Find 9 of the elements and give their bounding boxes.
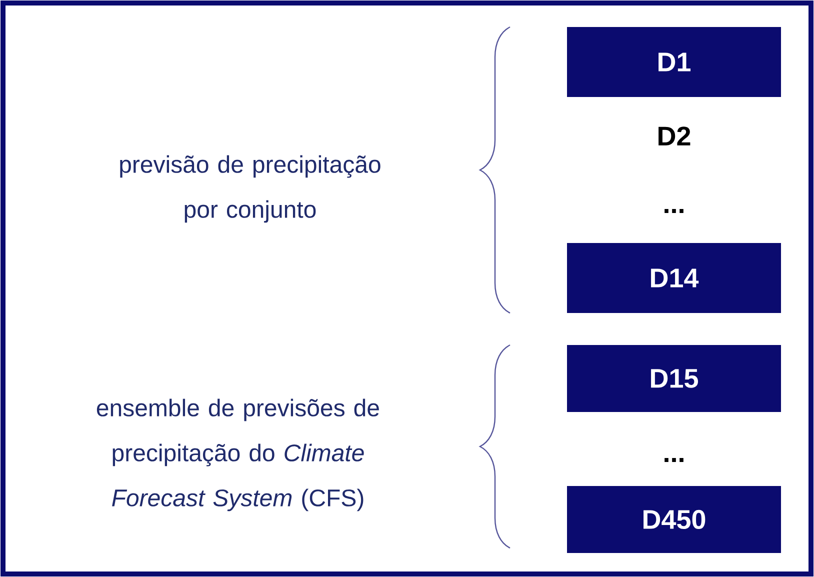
label-box: D450 [567,486,781,553]
column-label: D2 [658,126,690,146]
label-box: D14 [567,243,781,313]
label-box: D15 [567,345,781,412]
column-label: ... [664,458,684,462]
description-text: previsão de precipitação por conjunto [120,155,380,223]
description-text: ensemble de previsões de precipitação do Climate Forecast System (CFS) [96,398,379,512]
label-box: D1 [567,27,781,97]
column-label: ... [664,209,684,213]
